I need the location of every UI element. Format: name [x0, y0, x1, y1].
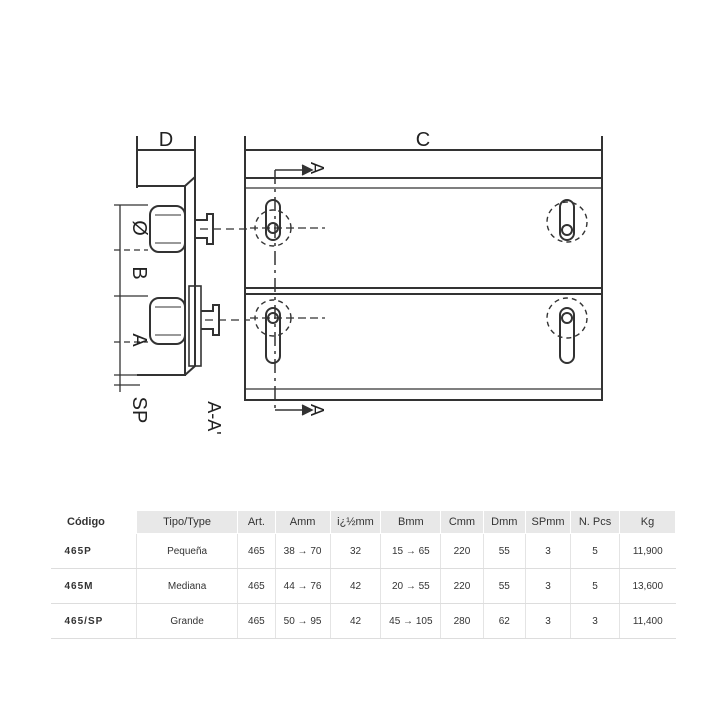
table-header-row: Código Tipo/Type Art. Amm i¿½mm Bmm Cmm …	[50, 510, 677, 534]
slot-top-right	[546, 199, 588, 243]
slot-top-left	[250, 199, 325, 247]
label-b: B	[128, 266, 150, 279]
dimension-left	[114, 204, 148, 392]
header-dmm: Dmm	[482, 510, 526, 534]
technical-drawing: D C Ø B A SP A A A-A'	[114, 129, 603, 435]
cell-npcs: 5	[570, 533, 620, 569]
cell-spmm: 3	[525, 603, 572, 639]
cell-npcs: 5	[570, 568, 620, 604]
cell-tipo: Pequeña	[136, 533, 239, 569]
label-a: A	[128, 333, 150, 347]
cell-amm: 50 → 95	[275, 603, 331, 639]
front-view-plate	[244, 177, 603, 401]
cell-amm: 44 → 76	[275, 568, 331, 604]
header-cmm: Cmm	[440, 510, 484, 534]
section-view-label: A-A'	[204, 401, 224, 434]
cell-phi-mm: 42	[330, 603, 382, 639]
side-view-bracket	[137, 176, 202, 376]
table-row: 465P Pequeña 465 38 → 70 32 15 → 65 220 …	[50, 533, 676, 569]
header-amm: Amm	[274, 510, 331, 534]
label-phi: Ø	[128, 220, 150, 236]
slot-bottom-left	[250, 299, 325, 364]
cell-codigo: 465P	[50, 533, 137, 569]
cell-art: 465	[237, 533, 276, 569]
cell-amm: 38 → 70	[275, 533, 331, 569]
section-label-bottom: A	[307, 404, 327, 416]
cell-spmm: 3	[525, 568, 572, 604]
header-art: Art.	[237, 510, 276, 534]
table-row: 465/SP Grande 465 50 → 95 42 45 → 105 28…	[50, 603, 676, 639]
cell-phi-mm: 32	[330, 533, 382, 569]
header-phi-mm: i¿½mm	[329, 510, 382, 534]
lower-roller	[149, 297, 250, 345]
cell-dmm: 55	[483, 533, 526, 569]
label-d: D	[159, 129, 173, 151]
cell-kg: 11,900	[619, 533, 676, 569]
header-npcs: N. Pcs	[570, 510, 620, 534]
section-label-top: A	[307, 162, 327, 174]
cell-dmm: 62	[483, 603, 526, 639]
cell-codigo: 465/SP	[50, 603, 137, 639]
header-spmm: SPmm	[524, 510, 572, 534]
cell-kg: 11,400	[619, 603, 676, 639]
cell-phi-mm: 42	[330, 568, 382, 604]
cell-codigo: 465M	[50, 568, 137, 604]
header-tipo: Tipo/Type	[135, 510, 239, 534]
table-row: 465M Mediana 465 44 → 76 42 20 → 55 220 …	[50, 568, 676, 604]
section-line-a-a	[274, 164, 314, 416]
cell-bmm: 20 → 55	[380, 568, 442, 604]
header-kg: Kg	[618, 510, 677, 534]
cell-dmm: 55	[483, 568, 526, 604]
upper-roller	[149, 205, 250, 253]
specification-table: Código Tipo/Type Art. Amm i¿½mm Bmm Cmm …	[50, 510, 677, 639]
header-codigo: Código	[50, 510, 137, 534]
cell-cmm: 280	[440, 603, 484, 639]
cell-tipo: Grande	[136, 603, 239, 639]
label-c: C	[416, 129, 430, 151]
header-bmm: Bmm	[380, 510, 442, 534]
slot-bottom-right	[546, 297, 588, 364]
dimension-c	[244, 136, 603, 185]
cell-npcs: 3	[570, 603, 620, 639]
cell-cmm: 220	[440, 568, 484, 604]
cell-tipo: Mediana	[136, 568, 239, 604]
label-sp: SP	[128, 397, 150, 424]
cell-bmm: 45 → 105	[380, 603, 442, 639]
cell-art: 465	[237, 603, 276, 639]
cell-art: 465	[237, 568, 276, 604]
cell-spmm: 3	[525, 533, 572, 569]
cell-bmm: 15 → 65	[380, 533, 442, 569]
cell-kg: 13,600	[619, 568, 676, 604]
dimension-d	[136, 136, 196, 188]
cell-cmm: 220	[440, 533, 484, 569]
